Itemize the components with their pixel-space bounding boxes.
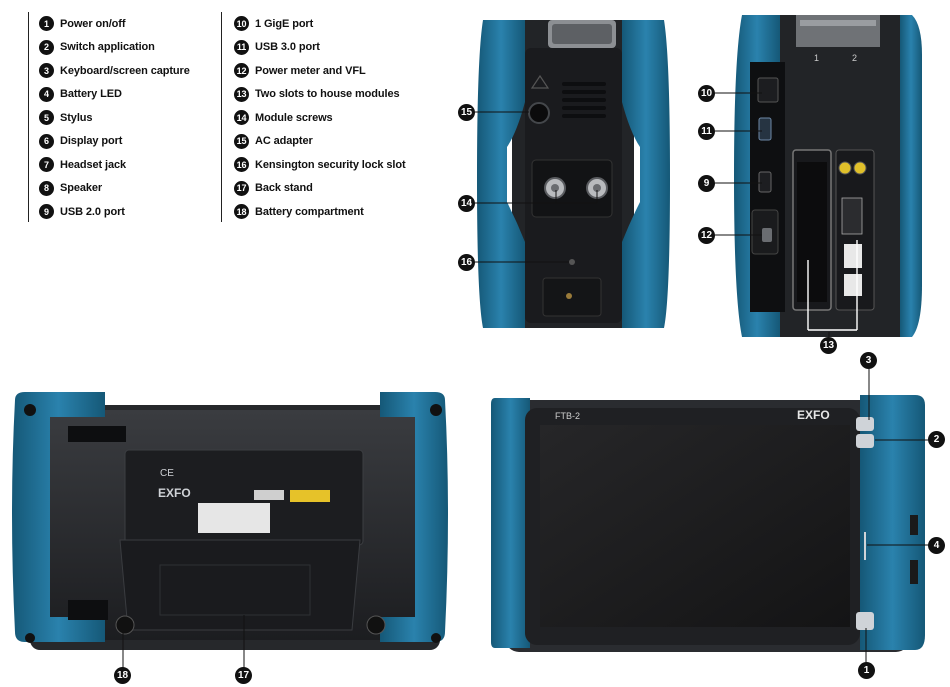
legend-number-badge: 13 (234, 86, 249, 102)
legend-number-badge: 7 (39, 157, 54, 173)
callout-9: 9 (698, 175, 715, 192)
legend-label: Battery LED (60, 88, 122, 101)
callout-14: 14 (458, 195, 475, 212)
front-brand-label: EXFO (797, 408, 830, 422)
callout-15: 15 (458, 104, 475, 121)
legend-item: 11 USB 3.0 port (234, 36, 406, 60)
legend-item: 3 Keyboard/screen capture (39, 59, 190, 83)
legend-number-badge: 5 (39, 110, 54, 126)
legend-number-badge: 11 (234, 39, 249, 55)
legend-number-badge: 8 (39, 180, 54, 196)
ce-mark: CE (160, 468, 174, 479)
legend-label: 1 GigE port (255, 17, 314, 30)
legend-number-badge: 18 (234, 204, 249, 220)
legend-item: 16 Kensington security lock slot (234, 153, 406, 177)
legend-item: 17 Back stand (234, 177, 406, 201)
callout-12: 12 (698, 227, 715, 244)
callout-11: 11 (698, 123, 715, 140)
leader-lines (122, 92, 928, 668)
legend-number-badge: 4 (39, 86, 54, 102)
legend-number-badge: 3 (39, 63, 54, 79)
back-brand-label: EXFO (158, 486, 191, 500)
legend-item: 14 Module screws (234, 106, 406, 130)
callout-17: 17 (235, 667, 252, 684)
legend-label: Display port (60, 135, 123, 148)
legend-number-badge: 10 (234, 16, 249, 32)
front-model-label: FTB-2 (555, 411, 580, 421)
legend-item: 8 Speaker (39, 177, 190, 201)
legend-label: Power on/off (60, 17, 126, 30)
legend-label: AC adapter (255, 135, 313, 148)
legend-label: Back stand (255, 182, 313, 195)
legend-item: 10 1 GigE port (234, 12, 406, 36)
legend-label: USB 2.0 port (60, 205, 125, 218)
legend-item: 2 Switch application (39, 36, 190, 60)
callout-4: 4 (928, 537, 945, 554)
callout-16: 16 (458, 254, 475, 271)
legend-label: Speaker (60, 182, 103, 195)
legend-number-badge: 1 (39, 16, 54, 32)
legend-item: 18 Battery compartment (234, 200, 406, 224)
legend-number-badge: 12 (234, 63, 249, 79)
legend-label: USB 3.0 port (255, 41, 320, 54)
legend-label: Two slots to house modules (255, 88, 400, 101)
ports-view-device: 1 2 (734, 15, 922, 337)
legend-label: Power meter and VFL (255, 64, 366, 77)
slot-2-label: 2 (852, 53, 857, 63)
legend-label: Kensington security lock slot (255, 158, 406, 171)
callout-2: 2 (928, 431, 945, 448)
legend-number-badge: 14 (234, 110, 249, 126)
legend-item: 12 Power meter and VFL (234, 59, 406, 83)
slot-1-label: 1 (814, 53, 819, 63)
legend-column-right: 10 1 GigE port 11 USB 3.0 port 12 Power meter… (221, 12, 406, 222)
legend-item: 15 AC adapter (234, 130, 406, 154)
legend-number-badge: 16 (234, 157, 249, 173)
callout-10: 10 (698, 85, 715, 102)
legend-number-badge: 15 (234, 133, 249, 149)
legend-label: Battery compartment (255, 205, 364, 218)
legend-label: Stylus (60, 111, 93, 124)
legend-label: Keyboard/screen capture (60, 64, 190, 77)
legend-item: 5 Stylus (39, 106, 190, 130)
callout-3: 3 (860, 352, 877, 369)
back-view-device: EXFO CE (12, 392, 448, 650)
legend-label: Module screws (255, 111, 333, 124)
callout-18: 18 (114, 667, 131, 684)
legend-number-badge: 6 (39, 133, 54, 149)
legend-column-left: 1 Power on/off 2 Switch application 3 Keyboar… (28, 12, 190, 222)
legend-item: 4 Battery LED (39, 83, 190, 107)
callout-13: 13 (820, 337, 837, 354)
legend-item: 13 Two slots to house modules (234, 83, 406, 107)
legend-item: 6 Display port (39, 130, 190, 154)
legend-number-badge: 17 (234, 180, 249, 196)
legend-label: Headset jack (60, 158, 127, 171)
legend-number-badge: 9 (39, 204, 54, 220)
legend-number-badge: 2 (39, 39, 54, 55)
callout-1: 1 (858, 662, 875, 679)
legend-item: 9 USB 2.0 port (39, 200, 190, 224)
legend-item: 1 Power on/off (39, 12, 190, 36)
legend-item: 7 Headset jack (39, 153, 190, 177)
legend-label: Switch application (60, 41, 155, 54)
front-view-device: FTB-2 EXFO (491, 395, 925, 652)
side-view-device (477, 20, 670, 328)
